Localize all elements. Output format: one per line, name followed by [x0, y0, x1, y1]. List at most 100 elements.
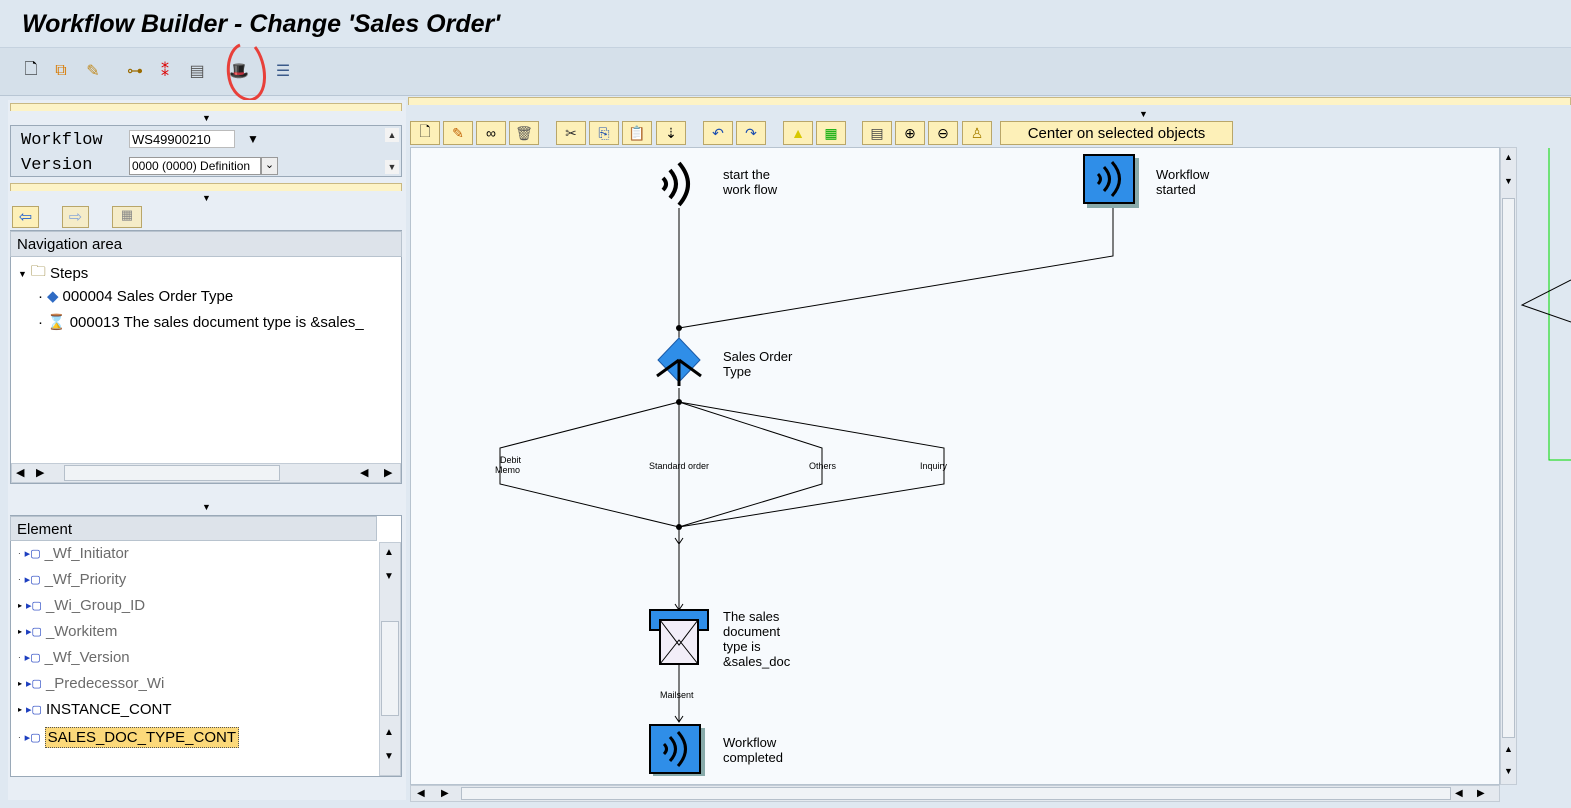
workflow-dropdown-icon[interactable]: ▼: [247, 132, 259, 146]
red-annotation-circle: [226, 43, 266, 102]
tree-view-button[interactable]: ▦: [112, 206, 142, 228]
container-element-icon: ▸▢: [24, 548, 41, 560]
workflow-label: Workflow: [21, 131, 103, 150]
delete-button[interactable]: 🗑: [509, 121, 539, 145]
collapse-arrow-icon[interactable]: ▼: [202, 193, 211, 203]
collapsed-panel-bar[interactable]: [10, 183, 402, 191]
tree-item-label: 000013 The sales document type is &sales…: [69, 313, 364, 331]
list-icon[interactable]: ☰: [275, 63, 291, 80]
collapse-arrow-icon[interactable]: ▼: [1139, 109, 1148, 119]
element-label: _Predecessor_Wi: [45, 675, 165, 692]
paste-button[interactable]: 📋: [622, 121, 652, 145]
copy-button[interactable]: ⎘: [589, 121, 619, 145]
edit-button[interactable]: ✎: [443, 121, 473, 145]
container-element-icon: ▸▢: [24, 732, 41, 744]
new-icon[interactable]: 🗋: [24, 60, 38, 78]
hat-icon[interactable]: 🎩: [229, 63, 249, 80]
scroll-down-button[interactable]: ▼: [385, 160, 399, 174]
scroll-thumb[interactable]: [1502, 198, 1515, 738]
element-item[interactable]: ·▸▢_Wf_Version: [18, 649, 130, 666]
element-item[interactable]: ▸▸▢_Wi_Group_ID: [18, 597, 145, 614]
container-element-icon: ▸▢: [24, 574, 41, 586]
scroll-thumb[interactable]: [461, 787, 1451, 800]
link-button[interactable]: ∞: [476, 121, 506, 145]
workflow-canvas[interactable]: [410, 147, 1500, 785]
collapsed-panel-bar[interactable]: [408, 97, 1571, 105]
tree-item-label: 000004 Sales Order Type: [62, 287, 234, 305]
person-icon[interactable]: ♙: [962, 121, 992, 145]
tree-item[interactable]: ·⌛000013 The sales document type is &sal…: [38, 313, 364, 332]
expand-icon[interactable]: ▸: [18, 705, 23, 714]
expand-icon[interactable]: ·: [18, 549, 21, 558]
expand-icon[interactable]: ·: [18, 575, 21, 584]
version-label: Version: [21, 156, 93, 175]
insert-button[interactable]: ⇣: [656, 121, 686, 145]
element-item[interactable]: ▸▸▢INSTANCE_CONT: [18, 701, 172, 718]
element-header: Element: [10, 516, 377, 541]
element-item[interactable]: ·▸▢_Wf_Priority: [18, 571, 126, 588]
undo-button[interactable]: ↶: [703, 121, 733, 145]
layout-button[interactable]: ▦: [816, 121, 846, 145]
container-element-icon: ▸▢: [24, 652, 41, 664]
element-label: _Wf_Priority: [44, 571, 127, 588]
collapsed-panel-bar[interactable]: [10, 103, 402, 111]
new-step-button[interactable]: 🗋: [410, 121, 440, 145]
container-element-icon: ▸▢: [26, 678, 42, 690]
element-item[interactable]: ·▸▢_Wf_Initiator: [18, 545, 129, 562]
navigation-panel: [10, 230, 402, 484]
back-button[interactable]: ⇦: [12, 206, 39, 228]
container-element-icon: ▸▢: [26, 704, 42, 716]
tree-item[interactable]: ·◆000004 Sales Order Type: [38, 287, 234, 306]
magic-wand-icon[interactable]: ⁑: [161, 63, 169, 80]
edit-icon[interactable]: ✎: [86, 63, 100, 80]
element-item[interactable]: ▸▸▢_Predecessor_Wi: [18, 675, 164, 692]
overview-button[interactable]: ▤: [862, 121, 892, 145]
element-label: INSTANCE_CONT: [45, 701, 172, 718]
bell-button[interactable]: ▲: [783, 121, 813, 145]
element-label: _Wf_Initiator: [44, 545, 129, 562]
zoom-in-icon[interactable]: ⊕: [895, 121, 925, 145]
redo-button[interactable]: ↷: [736, 121, 766, 145]
forward-button[interactable]: ⇨: [62, 206, 89, 228]
collapse-arrow-icon[interactable]: ▼: [202, 113, 211, 123]
multiple-condition-icon: ◆: [47, 288, 59, 305]
version-select[interactable]: 0000 (0000) Definition: [129, 157, 261, 175]
center-selected-button[interactable]: Center on selected objects: [1000, 121, 1233, 145]
expand-icon[interactable]: ▸: [18, 627, 23, 636]
container-element-icon: ▸▢: [26, 626, 42, 638]
expand-icon[interactable]: ▸: [18, 601, 23, 610]
mail-step-icon: ⌛: [47, 314, 66, 331]
chevron-down-icon[interactable]: ⌄: [261, 157, 278, 175]
element-item[interactable]: ·▸▢SALES_DOC_TYPE_CONT: [18, 727, 239, 748]
zoom-out-icon[interactable]: ⊖: [928, 121, 958, 145]
vertical-scrollbar[interactable]: ▲▼ ▲▼: [379, 542, 401, 776]
element-item[interactable]: ▸▸▢_Workitem: [18, 623, 117, 640]
expand-icon[interactable]: ·: [18, 653, 21, 662]
element-label: SALES_DOC_TYPE_CONT: [44, 727, 239, 748]
horizontal-scrollbar[interactable]: ◀▶ ◀▶: [11, 463, 401, 483]
tree-node-steps[interactable]: ▼🗀Steps: [18, 263, 89, 282]
definition-panel: Workflow WS49900210 ▼ Version 0000 (0000…: [10, 125, 402, 177]
scroll-thumb[interactable]: [64, 465, 280, 481]
film-icon[interactable]: ▤: [189, 63, 205, 80]
navigation-header: Navigation area: [10, 231, 402, 257]
copy-icon[interactable]: ⧉: [55, 62, 67, 79]
cut-button[interactable]: ✂: [556, 121, 586, 145]
element-label: _Wi_Group_ID: [45, 597, 146, 614]
element-label: _Workitem: [45, 623, 118, 640]
workflow-input[interactable]: WS49900210: [129, 130, 235, 148]
canvas-horizontal-scrollbar[interactable]: ◀▶ ◀▶: [410, 785, 1500, 802]
scroll-up-button[interactable]: ▲: [385, 128, 399, 142]
collapse-arrow-icon[interactable]: ▼: [202, 502, 211, 512]
element-label: _Wf_Version: [44, 649, 130, 666]
expand-icon[interactable]: ▸: [18, 679, 23, 688]
scroll-thumb[interactable]: [381, 621, 399, 716]
canvas-vertical-scrollbar[interactable]: ▲▼ ▲▼: [1500, 147, 1517, 785]
hierarchy-icon[interactable]: ⊶: [127, 63, 143, 80]
title-bar: [0, 0, 1571, 48]
expand-icon[interactable]: ·: [18, 733, 21, 742]
